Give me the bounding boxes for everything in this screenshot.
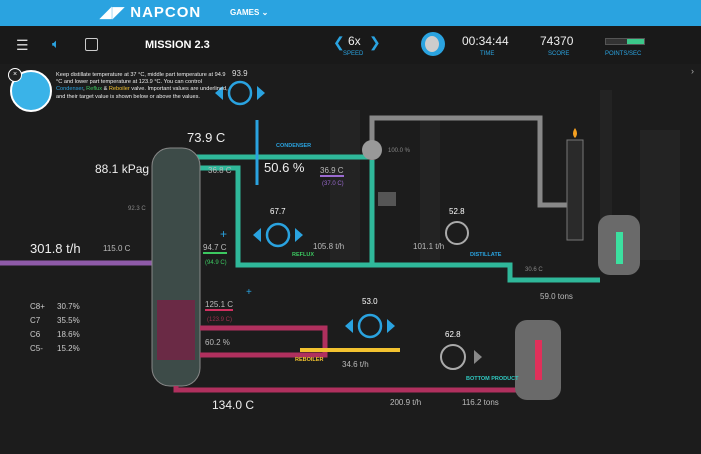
chevron-right-icon[interactable]: ›	[691, 66, 694, 76]
games-label: GAMES	[230, 8, 260, 17]
fraction: 15.2%	[57, 344, 80, 353]
composition-row: C7 35.5%	[30, 314, 80, 328]
pump	[378, 192, 396, 206]
fullscreen-icon[interactable]	[85, 38, 98, 51]
feed-composition: C8+ 30.7% C7 35.5% C6 18.6% C5- 15.2%	[30, 300, 80, 356]
feed-flow: 301.8 t/h	[30, 241, 81, 256]
condenser-valve-wheel-icon	[227, 80, 253, 106]
speed-increase-button[interactable]: ❯	[369, 34, 381, 50]
distillate-target: (37.0 C)	[322, 181, 344, 187]
composition-row: C5- 15.2%	[30, 342, 80, 356]
component: C6	[30, 330, 41, 339]
mission-intro: Keep distillate temperature at 37 °C, mi…	[56, 72, 231, 101]
bottom-flow: 200.9 t/h	[390, 398, 422, 407]
middle-target: (94.9 C)	[205, 260, 227, 266]
accumulator-level: 100.0 %	[388, 148, 411, 154]
svg-text:+: +	[220, 227, 227, 241]
menu-icon[interactable]: ☰	[16, 37, 29, 53]
points-label: POINTS/SEC	[605, 51, 642, 57]
speed-decrease-button[interactable]: ❮	[333, 34, 345, 50]
flare-stack	[566, 139, 584, 241]
intro-condenser: Condenser	[56, 86, 84, 93]
speed-value: 6x	[348, 34, 361, 48]
distillate-label: DISTILLATE	[470, 252, 502, 258]
intro-text: Keep distillate temperature at 37 °C, mi…	[56, 72, 226, 86]
component: C8+	[30, 302, 45, 311]
bottom-temp: 134.0 C	[212, 398, 255, 412]
distillate-tank-temp: 30.6 C	[525, 267, 543, 273]
bottom-level: 60.2 %	[205, 338, 230, 347]
distillate-flow: 101.1 t/h	[413, 242, 445, 251]
feed-temp: 115.0 C	[103, 244, 131, 253]
bottom-product-label: BOTTOM PRODUCT	[466, 376, 519, 382]
reflux-temp: 36.8 C	[208, 166, 232, 175]
time-value: 00:34:44	[462, 34, 509, 48]
column-pressure: 88.1 kPag	[95, 162, 150, 176]
vent-pipe	[369, 115, 568, 208]
intro-text-2: You can control	[163, 79, 202, 86]
flame-icon	[573, 128, 577, 138]
reboiler-flow: 34.6 t/h	[342, 360, 369, 369]
reboiler-label: REBOILER	[295, 357, 324, 363]
bottom-pipe	[173, 386, 520, 393]
bottom-tank-amount: 116.2 tons	[462, 398, 499, 407]
brand-name: NAPCON	[130, 4, 202, 21]
fraction: 35.5%	[57, 316, 80, 325]
intro-reflux: Reflux	[86, 86, 103, 93]
reflux-label: REFLUX	[292, 252, 314, 258]
reboiler-valve-wheel-icon	[357, 313, 383, 339]
composition-row: C6 18.6%	[30, 328, 80, 342]
intro-reboiler: Reboiler	[108, 86, 130, 93]
accumulator	[362, 140, 382, 160]
speed-label: SPEED	[343, 51, 364, 57]
tray-temp: 92.3 C	[128, 206, 146, 212]
points-per-sec-bar	[605, 38, 645, 45]
reboiler-valve-value[interactable]: 53.0	[362, 297, 378, 306]
svg-text:+: +	[246, 287, 252, 298]
reflux-flow: 105.8 t/h	[313, 242, 345, 251]
condenser-percent: 50.6 %	[264, 160, 305, 175]
top-bar: ◢◤ NAPCON GAMES ⌄	[0, 0, 701, 26]
distillate-valve-wheel-icon	[445, 221, 469, 245]
fraction: 30.7%	[57, 302, 80, 311]
pause-button[interactable]	[421, 32, 445, 56]
bottom-valve-wheel-icon	[440, 344, 466, 370]
close-intro-button[interactable]: ×	[8, 68, 22, 82]
reflux-valve-wheel-icon	[265, 222, 291, 248]
sound-icon[interactable]: 🔈︎	[52, 36, 60, 51]
score-label: SCORE	[548, 51, 570, 57]
component: C7	[30, 316, 41, 325]
composition-row: C8+ 30.7%	[30, 300, 80, 314]
bottom-valve-value[interactable]: 62.8	[445, 330, 461, 339]
middle-temp: 94.7 C	[203, 243, 227, 254]
intro-text-3: valve. Important values are underlined, …	[56, 86, 228, 100]
logo-mark-icon: ◢◤	[100, 4, 131, 21]
napcon-logo: ◢◤ NAPCON	[100, 3, 201, 21]
distillate-temp: 36.9 C	[320, 166, 344, 177]
toolbar: ☰ 🔈︎ MISSION 2.3 ❮ 6x ❯ SPEED 00:34:44 T…	[0, 26, 701, 64]
reboiler-loop	[200, 325, 328, 358]
distillate-valve-value[interactable]: 52.8	[449, 207, 465, 216]
component: C5-	[30, 344, 43, 353]
distillate-tank-amount: 59.0 tons	[540, 292, 573, 301]
mission-title: MISSION 2.3	[145, 39, 210, 51]
lower-target: (123.9 C)	[207, 317, 233, 323]
condenser-valve-value[interactable]: 93.9	[232, 69, 248, 78]
fraction: 18.6%	[57, 330, 80, 339]
score-value: 74370	[540, 34, 574, 48]
intro-sep: &	[102, 86, 109, 93]
condenser-label: CONDENSER	[276, 143, 312, 149]
top-temp: 73.9 C	[187, 130, 226, 145]
intro-sep: ,	[83, 86, 87, 93]
lower-temp: 125.1 C	[205, 300, 234, 311]
games-menu[interactable]: GAMES ⌄	[230, 8, 269, 17]
time-label: TIME	[480, 51, 495, 57]
reflux-valve-value[interactable]: 67.7	[270, 207, 286, 216]
